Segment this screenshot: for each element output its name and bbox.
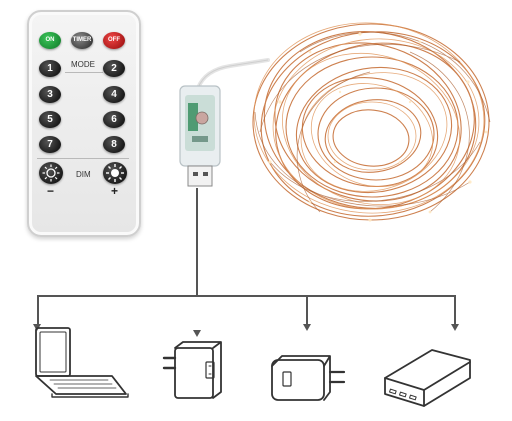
mode-button-3[interactable]: 3	[39, 86, 61, 103]
divider	[37, 158, 129, 159]
plus-sign: +	[111, 184, 119, 198]
power-adapter-icon	[162, 341, 222, 399]
arrow-down-icon	[303, 324, 311, 331]
connector-line	[37, 295, 455, 297]
mode-button-8[interactable]: 8	[103, 136, 125, 153]
divider	[65, 72, 103, 73]
on-button[interactable]: ON	[39, 32, 61, 49]
mode-button-2[interactable]: 2	[103, 60, 125, 77]
copper-fairy-lights-coil	[252, 22, 491, 222]
mode-button-7[interactable]: 7	[39, 136, 61, 153]
sun-icon	[42, 164, 60, 182]
dim-up-button[interactable]	[103, 162, 127, 184]
connector-line	[454, 295, 456, 325]
usb-wall-charger-icon	[271, 355, 346, 401]
connector-line	[306, 295, 308, 325]
mode-button-4[interactable]: 4	[103, 86, 125, 103]
timer-button[interactable]: TIMER	[71, 32, 93, 49]
power-bank-icon	[384, 349, 471, 407]
dim-label: DIM	[76, 170, 91, 179]
mode-label: MODE	[71, 60, 95, 69]
arrow-down-icon	[193, 330, 201, 337]
connector-line	[37, 295, 39, 325]
mode-button-5[interactable]: 5	[39, 111, 61, 128]
device-icons	[35, 327, 471, 407]
minus-sign: −	[47, 184, 55, 198]
mode-button-6[interactable]: 6	[103, 111, 125, 128]
sun-icon	[106, 164, 124, 182]
off-button[interactable]: OFF	[103, 32, 125, 49]
dim-down-button[interactable]	[39, 162, 63, 184]
remote-control: ON TIMER OFF MODE 1 2 3 4 5 6 7 8 DIM	[27, 10, 141, 237]
mode-button-1[interactable]: 1	[39, 60, 61, 77]
connector-line	[196, 188, 198, 296]
laptop-icon	[35, 327, 129, 398]
usb-controller	[179, 85, 221, 187]
arrow-down-icon	[451, 324, 459, 331]
